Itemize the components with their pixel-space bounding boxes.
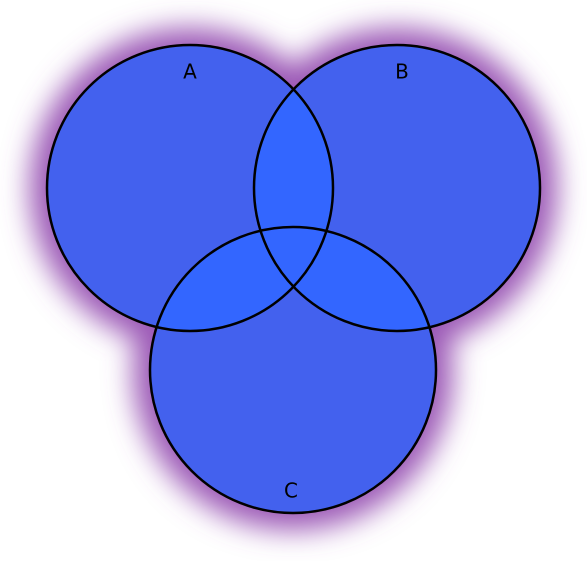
- set-b-label: B: [395, 60, 409, 84]
- overlap-bc: [254, 227, 436, 331]
- set-b-outline: [252, 43, 542, 333]
- set-c-label: C: [284, 479, 298, 503]
- set-c-outline: [148, 225, 438, 515]
- set-a-outline: [45, 43, 335, 333]
- set-a-label: A: [183, 60, 197, 84]
- overlap-ac: [150, 227, 333, 331]
